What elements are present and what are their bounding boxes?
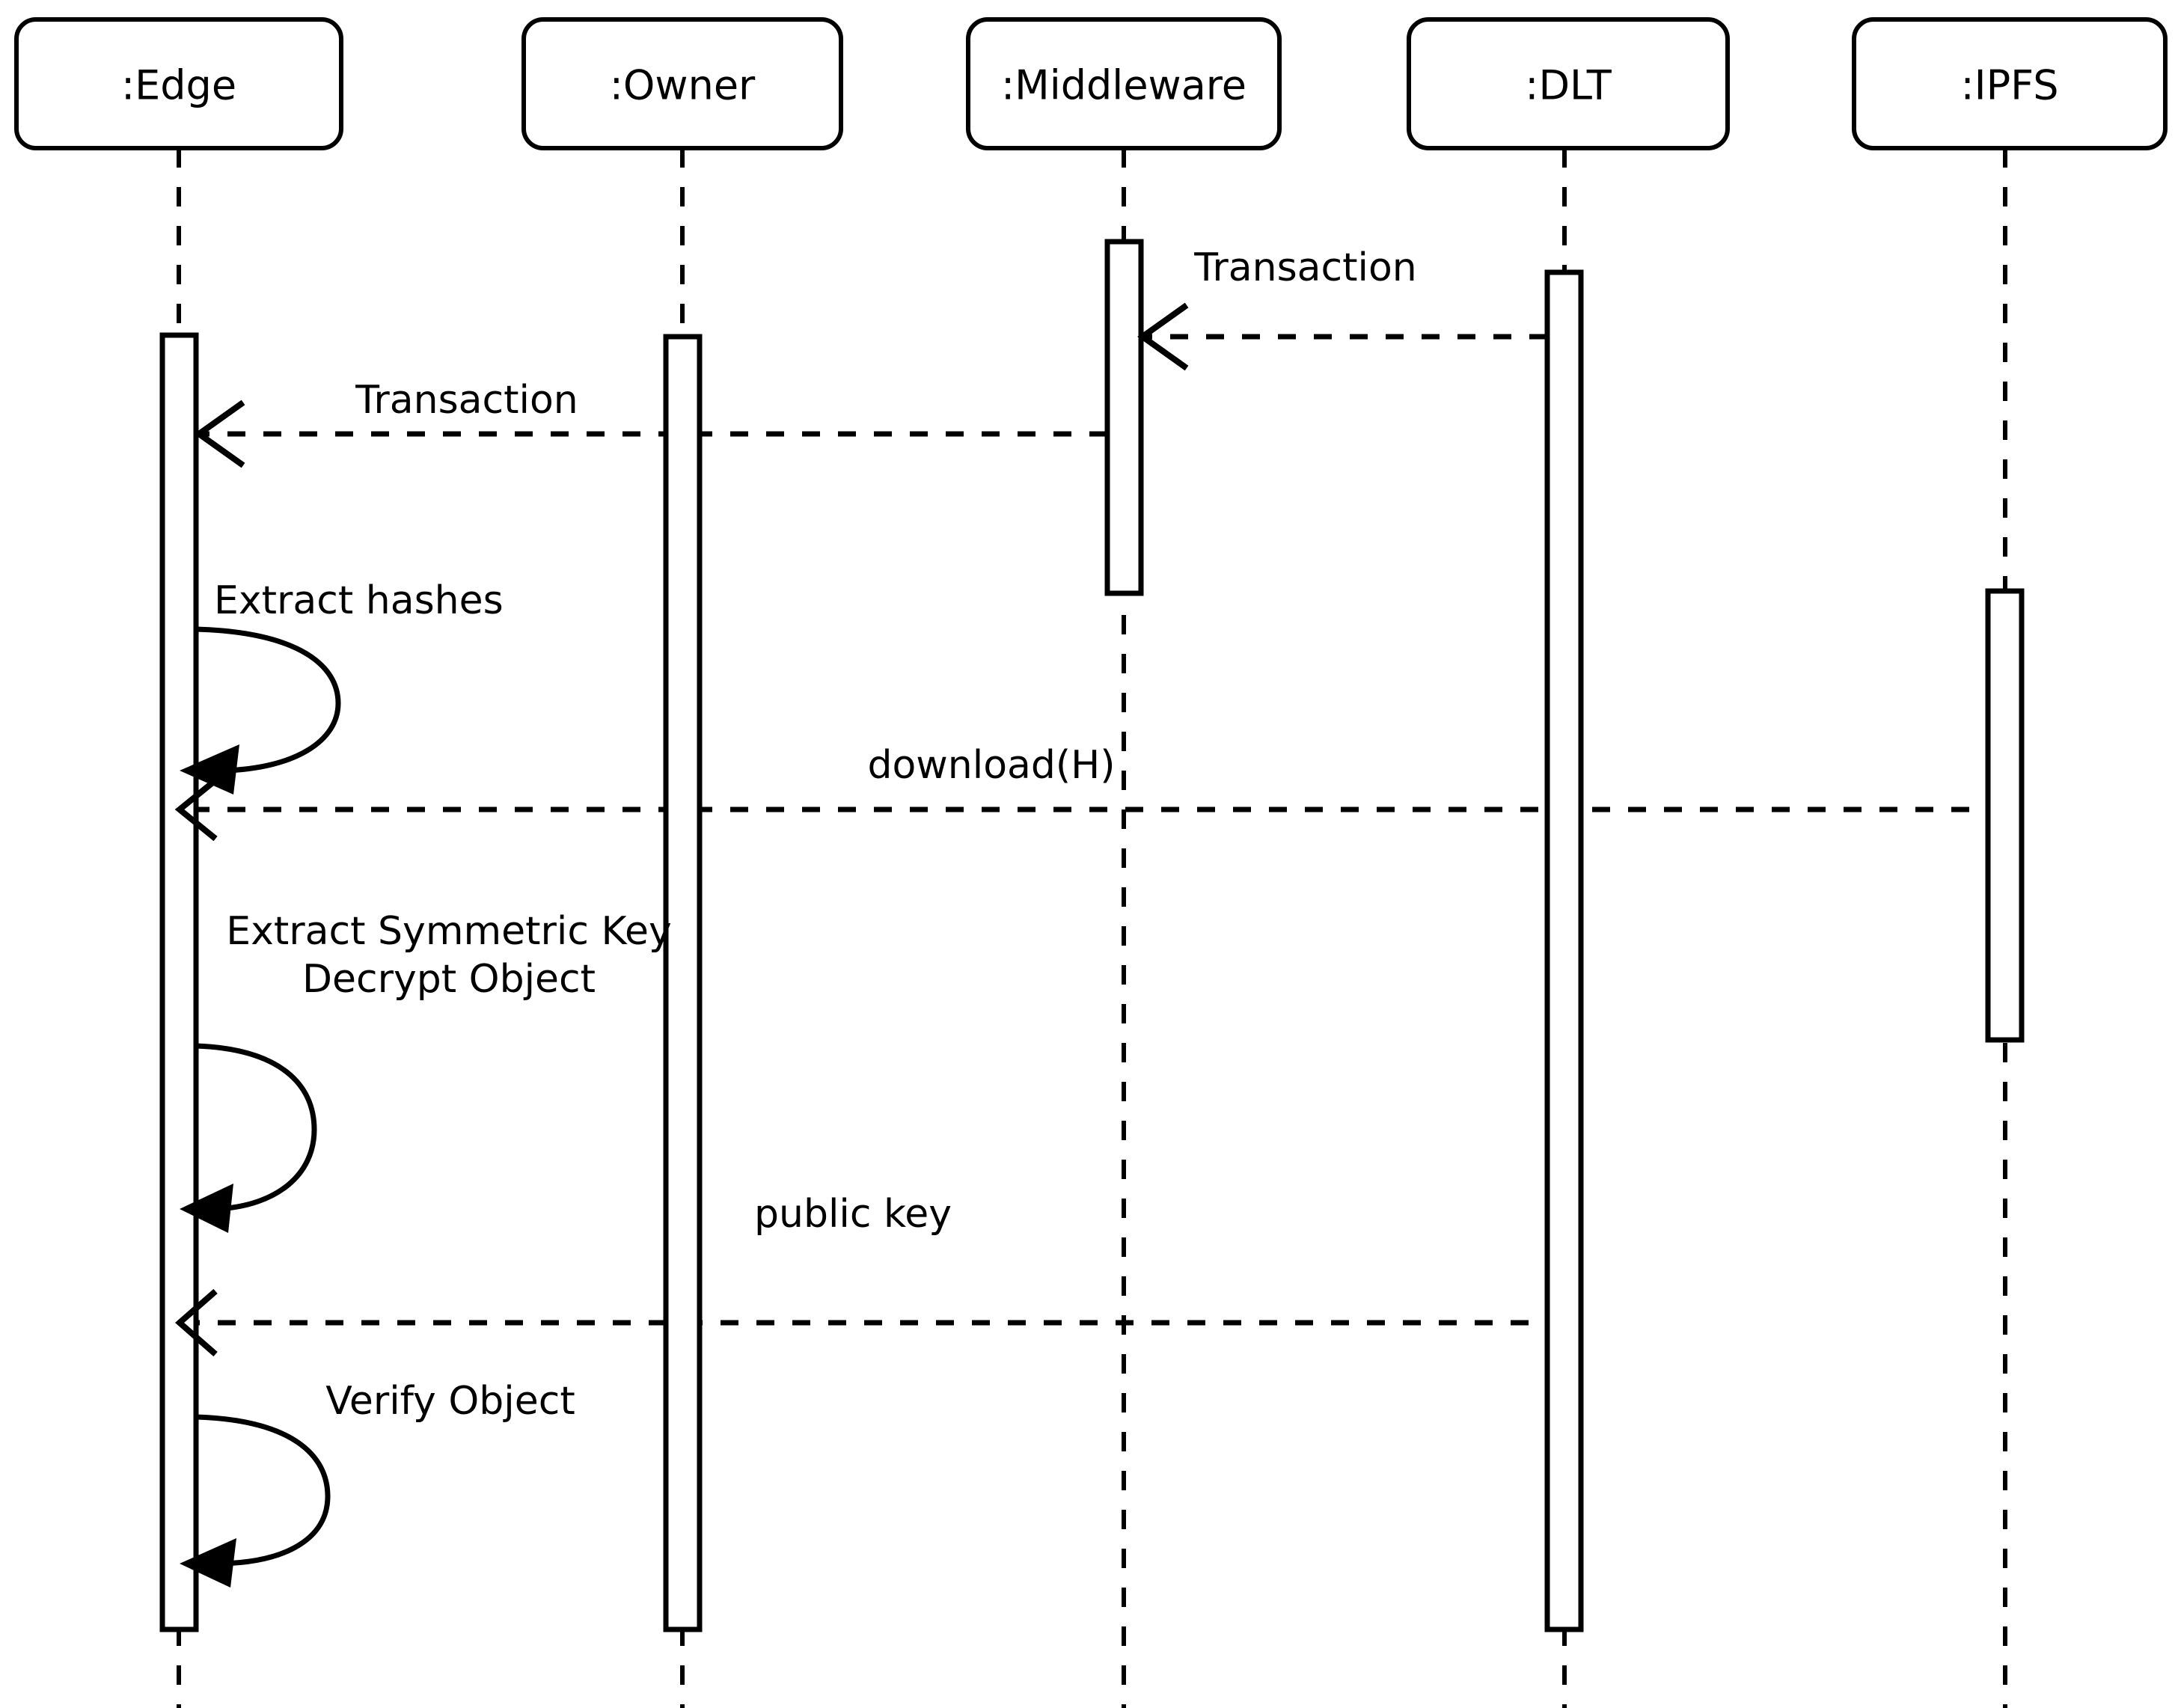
lifeline-headers: :Edge :Owner :Middleware :DLT :IPFS	[14, 17, 2168, 150]
self-message-label-line1: Extract Symmetric Key	[226, 909, 671, 954]
self-loop-path	[195, 1414, 331, 1567]
lifeline-header-label: :Owner	[610, 62, 756, 109]
lifeline-header-label: :Middleware	[1001, 62, 1246, 109]
message-transaction-dlt-middleware: Transaction	[1137, 245, 1547, 371]
self-arrowhead	[180, 1538, 236, 1588]
activation-bars	[159, 239, 2025, 1632]
arrowheads-overlay	[174, 302, 1189, 1357]
self-message-label: Verify Object	[325, 1379, 575, 1424]
activation-bar-middleware	[1104, 239, 1144, 596]
message-transaction-middleware-edge: Transaction	[194, 378, 1107, 468]
self-loop-path	[195, 626, 341, 774]
arrowhead-open-left-m2	[194, 400, 245, 468]
self-arrowhead	[180, 1184, 233, 1233]
lifeline-header-middleware[interactable]: :Middleware	[966, 17, 1282, 150]
message-download-ipfs-edge: download(H)	[174, 743, 2005, 842]
activation-bar-owner	[663, 334, 703, 1632]
lifeline-header-label: :Edge	[121, 62, 236, 109]
message-public-key-dlt-edge: public key	[174, 1192, 1564, 1357]
message-label: Transaction	[355, 378, 578, 423]
activation-bar-edge	[159, 332, 199, 1632]
message-label: public key	[754, 1192, 952, 1237]
lifeline-header-edge[interactable]: :Edge	[14, 17, 343, 150]
lifeline-header-box[interactable]	[14, 17, 343, 150]
messages-layer: Transaction Transaction download(H) publ…	[174, 245, 2005, 1357]
message-label: download(H)	[867, 743, 1115, 788]
lifeline-header-label: :DLT	[1525, 62, 1612, 109]
lifeline-header-box[interactable]	[1407, 17, 1730, 150]
arrowhead-open-left-m4	[174, 777, 218, 842]
self-loop-path	[195, 1043, 317, 1212]
self-message-label-line2: Decrypt Object	[302, 957, 596, 1002]
lifeline-header-ipfs[interactable]: :IPFS	[1852, 17, 2168, 150]
lifeline-header-dlt[interactable]: :DLT	[1407, 17, 1730, 150]
lifeline-header-box[interactable]	[1852, 17, 2168, 150]
lifeline-header-owner[interactable]: :Owner	[521, 17, 843, 150]
self-messages-layer: Extract hashes Extract Symmetric Key Dec…	[180, 578, 672, 1588]
arrowhead-open-left-m6	[174, 1288, 218, 1357]
self-message-extract-symmetric-key: Extract Symmetric Key Decrypt Object	[180, 909, 672, 1233]
message-label: Transaction	[1193, 245, 1416, 290]
self-arrowhead	[180, 744, 239, 795]
lifeline-header-box[interactable]	[966, 17, 1282, 150]
lifeline-header-label: :IPFS	[1960, 62, 2058, 109]
self-message-extract-hashes: Extract hashes	[180, 578, 504, 795]
activation-bar-dlt	[1544, 269, 1584, 1632]
self-message-verify-object: Verify Object	[180, 1379, 575, 1588]
lifeline-header-box[interactable]	[521, 17, 843, 150]
self-message-label: Extract hashes	[214, 578, 504, 623]
arrowhead-open-left-m1	[1137, 302, 1189, 371]
activation-bar-ipfs	[1985, 588, 2025, 1043]
